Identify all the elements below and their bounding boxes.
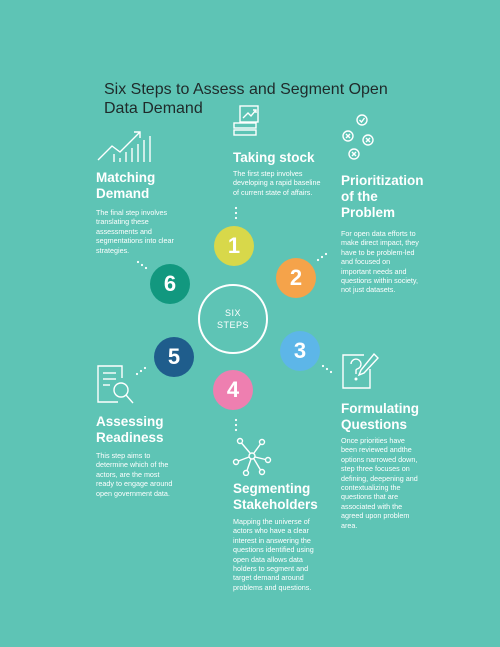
step-6-heading-line1: Matching: [96, 170, 156, 185]
question-pen-icon: [342, 352, 379, 389]
document-search-icon: [97, 365, 134, 404]
center-label-line1: SIX: [224, 308, 241, 318]
step-4-heading-line1: Segmenting: [233, 481, 311, 496]
step-5-heading-line1: Assessing: [96, 414, 164, 429]
step-5-heading-line2: Readiness: [96, 430, 164, 445]
network-icon: [232, 437, 272, 476]
checklist-icon: [342, 114, 374, 160]
step-2-heading-line1: Prioritization: [341, 173, 424, 188]
step-3-heading-line1: Formulating: [341, 401, 419, 416]
step-2-description: For open data efforts to make direct imp…: [341, 229, 419, 295]
step-4-description: Mapping the universe of actors who have …: [233, 517, 314, 592]
step-6-circle: 6: [150, 264, 190, 304]
center-label-line2: STEPS: [216, 320, 249, 330]
step-4-circle: 4: [213, 370, 253, 410]
page-title: Six Steps to Assess and Segment Open Dat…: [104, 81, 388, 117]
step-1-description: The first step involves developing a rap…: [233, 169, 321, 197]
step-3-heading-line2: Questions: [341, 417, 408, 432]
step-2-heading-line3: Problem: [341, 205, 396, 220]
step-3-description: Once priorities have been reviewed andth…: [341, 436, 418, 530]
step-4-heading: Segmenting Stakeholders: [233, 481, 353, 513]
step-2-heading-line2: of the: [341, 189, 378, 204]
step-3-circle: 3: [280, 331, 320, 371]
step-5-description: This step aims to determine which of the…: [96, 451, 173, 498]
step-1-heading: Taking stock: [233, 150, 315, 165]
step-5-circle: 5: [154, 337, 194, 377]
step-2-heading: Prioritization of the Problem: [341, 173, 461, 221]
step-1-circle: 1: [214, 226, 254, 266]
step-6-heading: Matching Demand: [96, 170, 216, 202]
step-5-heading: Assessing Readiness: [96, 414, 216, 446]
step-3-heading: Formulating Questions: [341, 401, 461, 433]
step-4-heading-line2: Stakeholders: [233, 497, 318, 512]
growth-chart-icon: [97, 131, 151, 162]
step-6-description: The final step involves translating thes…: [96, 208, 174, 255]
center-ring: SIX STEPS: [198, 284, 268, 354]
step-2-circle: 2: [276, 258, 316, 298]
step-6-heading-line2: Demand: [96, 186, 150, 201]
stock-chart-icon: [233, 105, 259, 136]
